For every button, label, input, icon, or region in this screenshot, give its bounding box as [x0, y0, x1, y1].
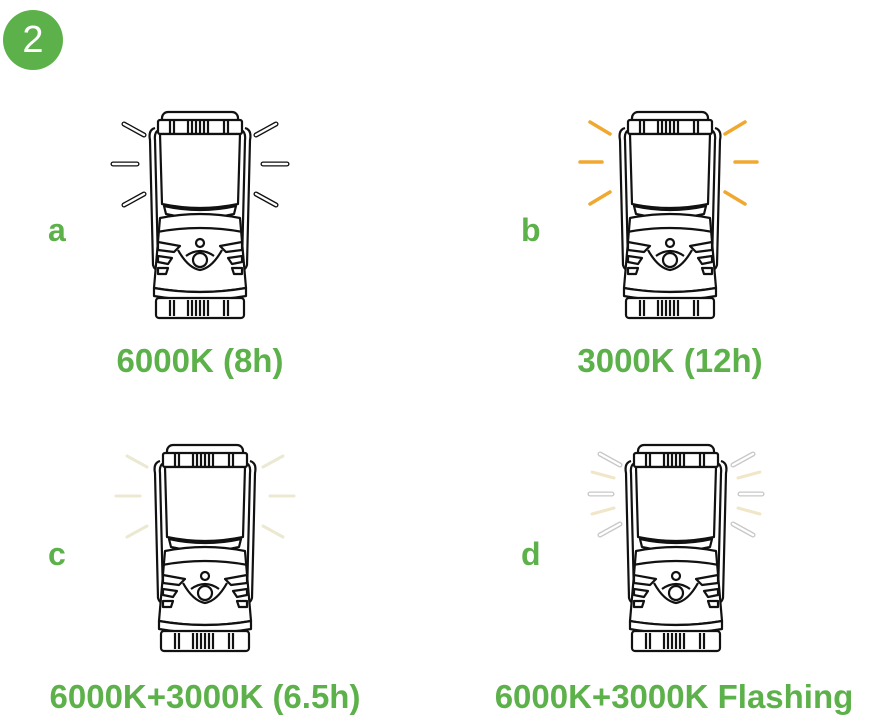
camping-lantern-icon	[578, 110, 759, 320]
lantern-d-illustration	[570, 430, 780, 660]
lantern-b-illustration	[570, 100, 770, 330]
mode-a-letter: a	[48, 212, 66, 248]
mode-c-caption: 6000K+3000K (6.5h)	[49, 678, 361, 715]
mode-c-letter: c	[48, 536, 66, 572]
camping-lantern-icon	[587, 443, 765, 653]
camping-lantern-icon	[114, 443, 296, 653]
mode-d-caption: 6000K+3000K Flashing	[494, 678, 854, 715]
mode-b-caption: 3000K (12h)	[577, 342, 763, 379]
step-number-badge: 2	[3, 10, 63, 70]
step-number: 2	[22, 18, 44, 61]
lantern-c-illustration	[100, 430, 300, 660]
mode-a-caption: 6000K (8h)	[116, 342, 284, 379]
lantern-a-illustration	[100, 100, 300, 330]
mode-b-letter: b	[521, 212, 541, 248]
mode-d-letter: d	[521, 536, 541, 572]
camping-lantern-icon	[110, 110, 290, 320]
